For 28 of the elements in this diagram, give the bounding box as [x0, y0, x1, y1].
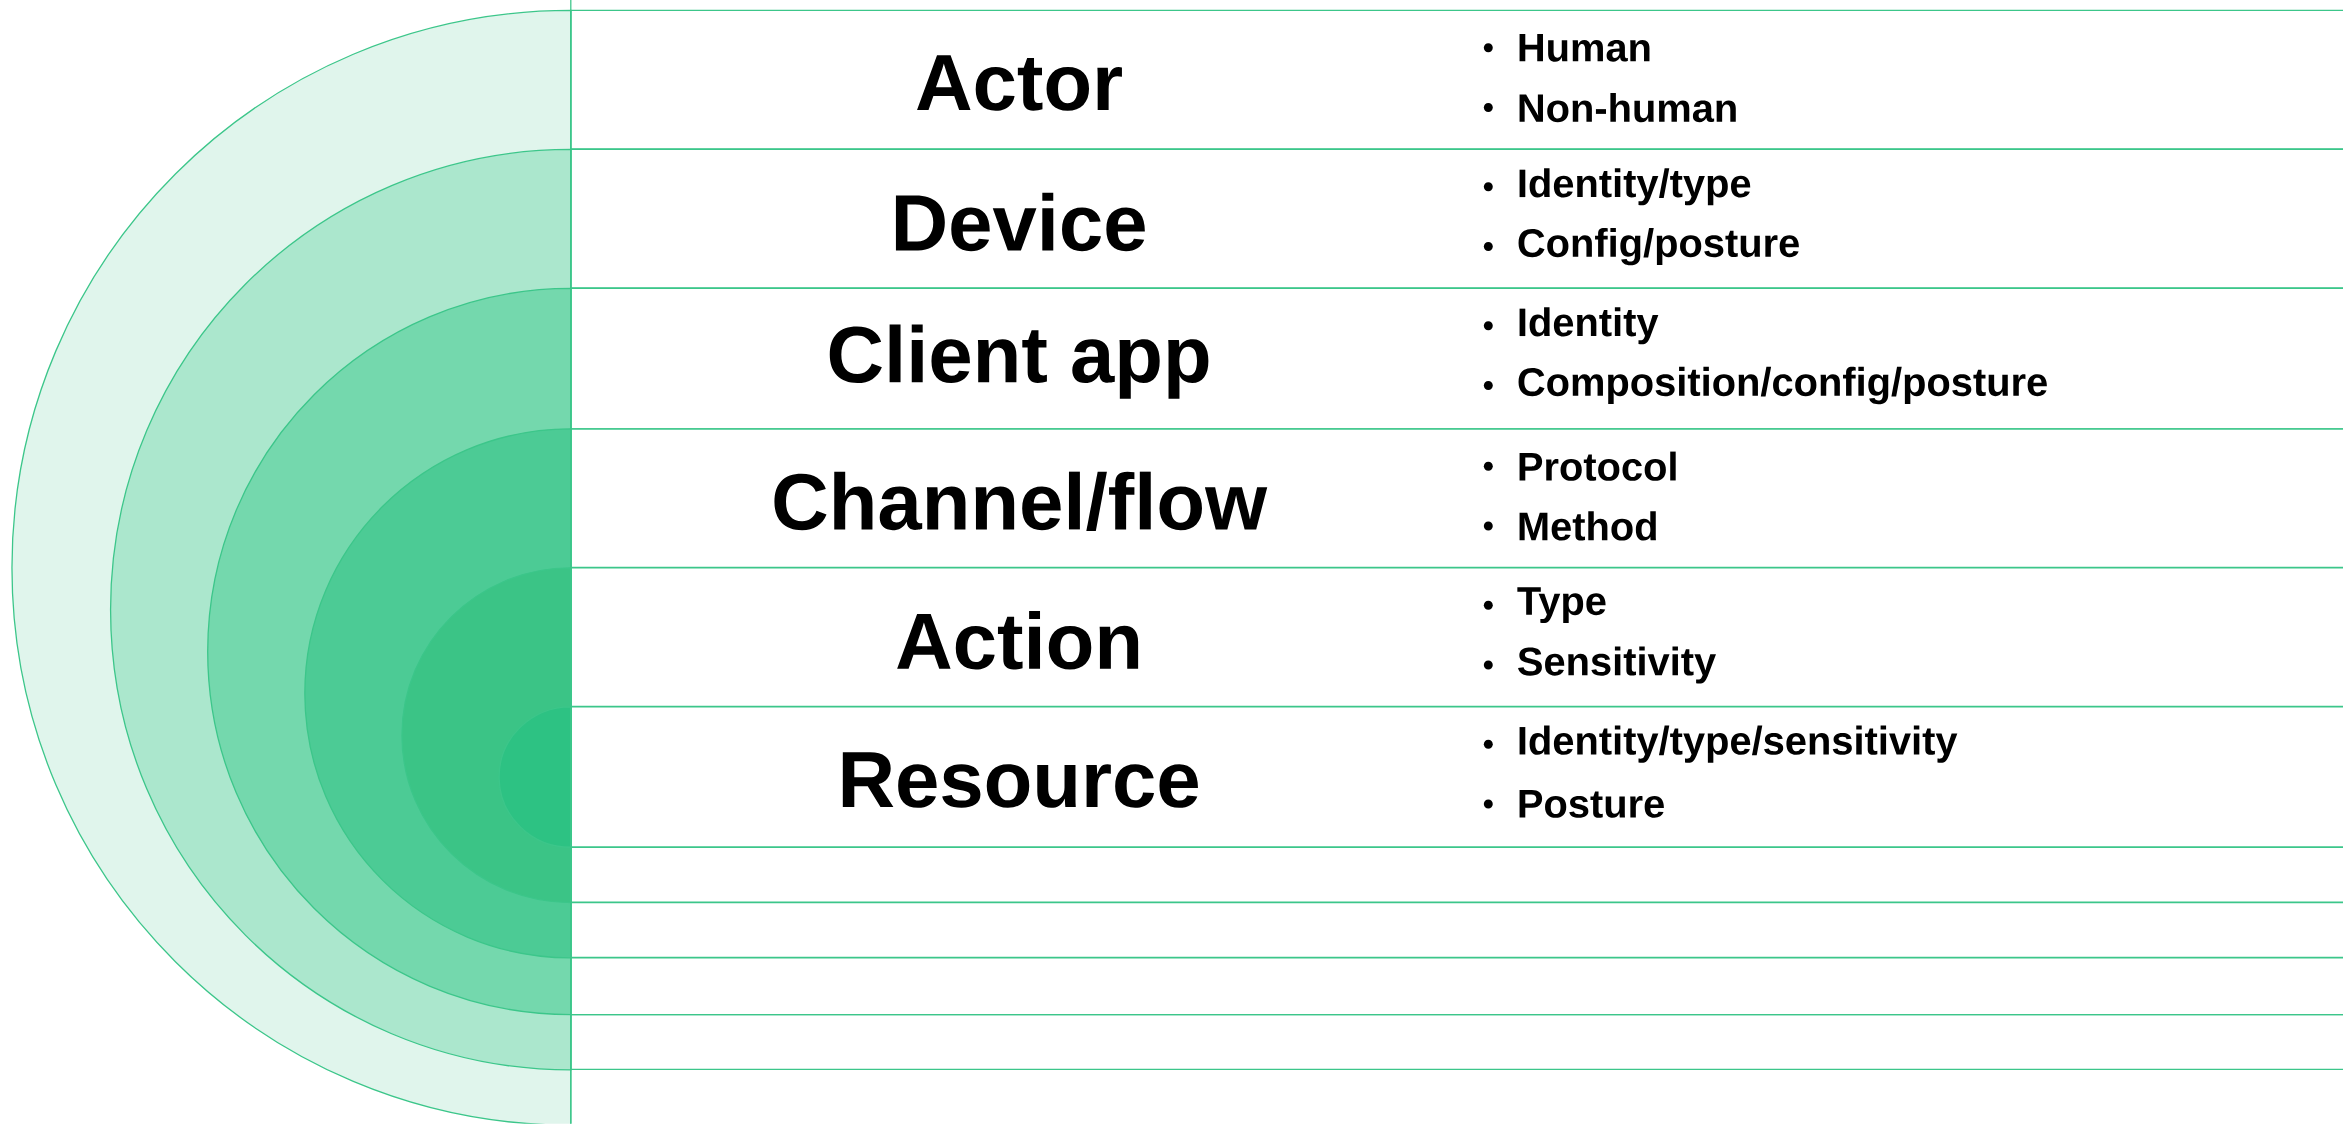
bullet-item: Composition/config/posture	[1518, 367, 2047, 405]
row-heading: Device	[895, 192, 1145, 252]
bullet-item: Config/posture	[1518, 228, 1799, 266]
table-row	[570, 706, 2343, 849]
bullet-item: Non-human	[1519, 93, 1736, 123]
empty-row	[570, 1014, 2343, 1071]
bullet-item: Type	[1517, 587, 1606, 624]
bullet-item: Identity/type/sensitivity	[1519, 725, 1958, 763]
bullet-item: Protocol	[1519, 451, 1676, 481]
bullet-item: Sensitivity	[1518, 646, 1716, 684]
bullet-item: Method	[1519, 511, 1656, 541]
empty-row	[570, 957, 2343, 1016]
table-row	[570, 567, 2343, 708]
bullet-item: Identity	[1519, 307, 1659, 345]
table-row	[570, 9, 2343, 150]
row-heading: Action	[897, 611, 1139, 670]
row-heading: Resource	[842, 752, 1198, 808]
bullet-item: Posture	[1519, 790, 1664, 818]
row-heading: Actor	[917, 55, 1122, 111]
empty-row	[570, 902, 2343, 959]
row-heading: Channel/flow	[774, 471, 1268, 532]
table-row	[570, 287, 2343, 430]
bullet-item: Identity/type	[1519, 168, 1751, 206]
row-heading: Client app	[829, 324, 1209, 399]
table-row	[570, 148, 2343, 289]
empty-row	[570, 846, 2343, 903]
table-row	[570, 428, 2343, 569]
bullet-item: Human	[1519, 34, 1650, 62]
